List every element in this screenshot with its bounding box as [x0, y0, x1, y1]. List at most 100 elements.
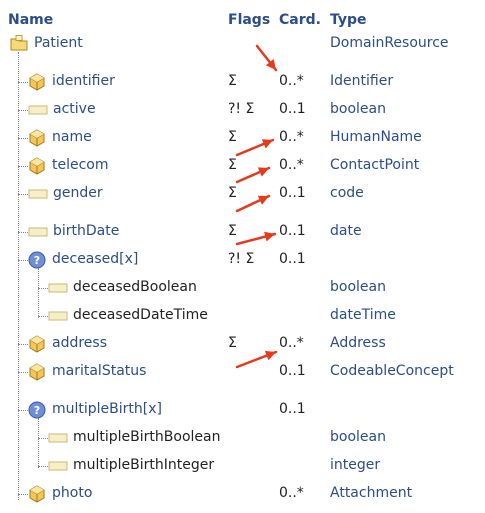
- tree-branch-line: [18, 344, 28, 345]
- tree-row[interactable]: deceasedBoolean boolean: [0, 277, 485, 299]
- header-type: Type: [330, 12, 367, 28]
- element-type-link[interactable]: integer: [330, 457, 381, 473]
- datatype-cube-icon: [28, 73, 46, 95]
- tree-row[interactable]: multipleBirthInteger integer: [0, 455, 485, 477]
- element-cardinality: 0..1: [279, 251, 306, 267]
- tree-branch-line: [18, 82, 28, 83]
- primitive-icon: [48, 310, 68, 326]
- datatype-cube-icon: [28, 485, 46, 507]
- tree-row[interactable]: telecom Σ 0..* ContactPoint: [0, 155, 485, 177]
- primitive-icon: [48, 282, 68, 298]
- tree-guide-line: [38, 418, 39, 468]
- svg-text:?: ?: [34, 254, 40, 267]
- element-cardinality: 0..*: [279, 335, 304, 351]
- element-type-link[interactable]: boolean: [330, 429, 386, 445]
- element-name-link[interactable]: deceasedBoolean: [73, 279, 197, 295]
- element-type-link[interactable]: code: [330, 185, 364, 201]
- element-cardinality: 0..*: [279, 157, 304, 173]
- element-name-link[interactable]: multipleBirthBoolean: [73, 429, 221, 445]
- tree-guide-line: [38, 268, 39, 318]
- svg-text:?: ?: [34, 404, 40, 417]
- element-cardinality: 0..1: [279, 401, 306, 417]
- tree-branch-line: [18, 260, 28, 261]
- tree-guide-line: [18, 52, 19, 500]
- element-cardinality: 0..1: [279, 223, 306, 239]
- element-cardinality: 0..1: [279, 185, 306, 201]
- element-name-link[interactable]: Patient: [34, 35, 83, 51]
- primitive-icon: [28, 226, 48, 242]
- element-type-link[interactable]: date: [330, 223, 362, 239]
- tree-branch-line: [18, 110, 28, 111]
- tree-row[interactable]: gender Σ 0..1 code: [0, 183, 485, 205]
- element-flags: Σ: [228, 73, 237, 89]
- element-flags: Σ: [228, 185, 237, 201]
- header-flags: Flags: [228, 12, 271, 28]
- element-cardinality: 0..*: [279, 73, 304, 89]
- tree-row[interactable]: active ?! Σ 0..1 boolean: [0, 99, 485, 121]
- tree-branch-line: [18, 194, 28, 195]
- element-type-link[interactable]: Attachment: [330, 485, 413, 501]
- element-name-link[interactable]: gender: [53, 185, 103, 201]
- primitive-icon: [28, 104, 48, 120]
- element-type-link[interactable]: ContactPoint: [330, 157, 420, 173]
- element-name-link[interactable]: address: [52, 335, 108, 351]
- tree-row[interactable]: birthDate Σ 0..1 date: [0, 221, 485, 243]
- element-name-link[interactable]: maritalStatus: [52, 363, 147, 379]
- tree-branch-line: [38, 316, 48, 317]
- element-flags: Σ: [228, 335, 237, 351]
- tree-branch-line: [38, 288, 48, 289]
- element-name-link[interactable]: telecom: [52, 157, 109, 173]
- element-name-link[interactable]: deceasedDateTime: [73, 307, 208, 323]
- tree-row[interactable]: ? deceased[x] ?! Σ 0..1: [0, 249, 485, 271]
- element-cardinality: 0..1: [279, 363, 306, 379]
- element-type-link[interactable]: boolean: [330, 101, 386, 117]
- element-type-link[interactable]: DomainResource: [330, 35, 449, 51]
- primitive-icon: [28, 188, 48, 204]
- element-name-link[interactable]: photo: [52, 485, 93, 501]
- tree-row[interactable]: deceasedDateTime dateTime: [0, 305, 485, 327]
- element-type-link[interactable]: boolean: [330, 279, 386, 295]
- element-name-link[interactable]: multipleBirth[x]: [52, 401, 162, 417]
- table-header: Name Flags Card. Type: [0, 0, 485, 28]
- element-name-link[interactable]: name: [52, 129, 92, 145]
- tree-row[interactable]: maritalStatus 0..1 CodeableConcept: [0, 361, 485, 383]
- tree-branch-line: [18, 166, 28, 167]
- tree-branch-line: [18, 372, 28, 373]
- tree-row[interactable]: ? multipleBirth[x] 0..1: [0, 399, 485, 421]
- element-flags: ?! Σ: [228, 101, 255, 117]
- element-cardinality: 0..1: [279, 101, 306, 117]
- element-name-link[interactable]: active: [53, 101, 96, 117]
- tree-row[interactable]: multipleBirthBoolean boolean: [0, 427, 485, 449]
- element-flags: Σ: [228, 157, 237, 173]
- element-cardinality: 0..*: [279, 129, 304, 145]
- element-name-link[interactable]: multipleBirthInteger: [73, 457, 215, 473]
- tree-branch-line: [18, 494, 28, 495]
- tree-branch-line: [38, 466, 48, 467]
- folder-resource-icon: [10, 35, 28, 55]
- choice-icon: ?: [28, 401, 46, 423]
- tree-branch-line: [18, 138, 28, 139]
- datatype-cube-icon: [28, 157, 46, 179]
- element-type-link[interactable]: dateTime: [330, 307, 396, 323]
- primitive-icon: [48, 460, 68, 476]
- tree-row[interactable]: address Σ 0..* Address: [0, 333, 485, 355]
- element-cardinality: 0..*: [279, 485, 304, 501]
- element-type-link[interactable]: Address: [330, 335, 386, 351]
- element-flags: ?! Σ: [228, 251, 255, 267]
- element-name-link[interactable]: deceased[x]: [52, 251, 139, 267]
- element-flags: Σ: [228, 223, 237, 239]
- element-name-link[interactable]: identifier: [52, 73, 115, 89]
- choice-icon: ?: [28, 251, 46, 273]
- primitive-icon: [48, 432, 68, 448]
- element-type-link[interactable]: HumanName: [330, 129, 422, 145]
- datatype-cube-icon: [28, 363, 46, 385]
- tree-row[interactable]: Patient DomainResource: [0, 33, 485, 55]
- tree-row[interactable]: photo 0..* Attachment: [0, 483, 485, 505]
- element-name-link[interactable]: birthDate: [53, 223, 120, 239]
- element-type-link[interactable]: CodeableConcept: [330, 363, 454, 379]
- tree-branch-line: [18, 410, 28, 411]
- element-type-link[interactable]: Identifier: [330, 73, 394, 89]
- tree-row[interactable]: identifier Σ 0..* Identifier: [0, 71, 485, 93]
